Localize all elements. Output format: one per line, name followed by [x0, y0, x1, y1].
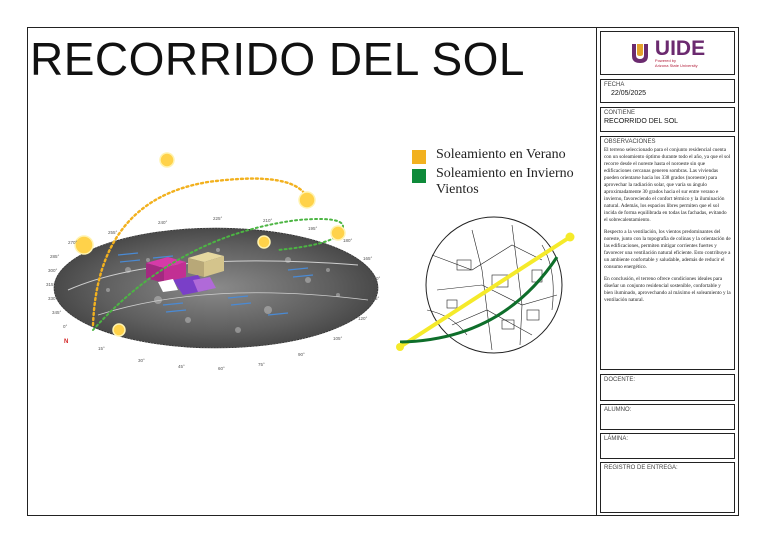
sun-point-icon: [396, 343, 404, 351]
legend-item-summer: Soleamiento en Verano: [412, 147, 574, 164]
svg-text:345°: 345°: [52, 310, 62, 315]
legend-item-wind: Vientos: [436, 182, 479, 197]
observaciones-paragraph: Respecto a la ventilación, los vientos p…: [604, 229, 731, 271]
svg-text:240°: 240°: [158, 220, 168, 225]
contiene-value: RECORRIDO DEL SOL: [604, 118, 679, 125]
legend-item-winter: Soleamiento en Invierno Vientos: [412, 166, 574, 198]
logo-box: UIDE Powered by Arizona State University: [600, 31, 735, 75]
svg-text:285°: 285°: [50, 254, 60, 259]
svg-text:0°: 0°: [63, 324, 68, 329]
svg-text:330°: 330°: [48, 296, 58, 301]
svg-text:180°: 180°: [343, 238, 353, 243]
svg-text:165°: 165°: [363, 256, 373, 261]
fecha-box: FECHA 22/05/2025: [600, 79, 735, 103]
observaciones-box: OBSERVACIONES El terreno seleccionado pa…: [600, 136, 735, 370]
svg-text:135°: 135°: [370, 296, 380, 301]
svg-text:75°: 75°: [258, 362, 265, 367]
building-block: [188, 252, 224, 262]
observaciones-text: El terreno seleccionado para el conjunto…: [601, 145, 734, 304]
legend-swatch-summer: [412, 150, 426, 164]
aerial-sun-path-view: 285° 300° 315° 330° 345° 0° 15° 30° 45° …: [46, 152, 381, 371]
svg-text:300°: 300°: [48, 268, 58, 273]
winter-sun-arc-plan: [399, 256, 559, 344]
svg-text:255°: 255°: [108, 230, 118, 235]
svg-text:45°: 45°: [178, 364, 185, 369]
svg-text:315°: 315°: [46, 282, 56, 287]
legend: Soleamiento en Verano Soleamiento en Inv…: [412, 147, 574, 200]
observaciones-paragraph: En conclusión, el terreno ofrece condici…: [604, 276, 731, 304]
lamina-box: LÁMINA:: [600, 433, 735, 459]
registro-label: REGISTRO DE ENTREGA:: [604, 465, 678, 471]
svg-text:225°: 225°: [213, 216, 223, 221]
legend-swatch-winter: [412, 169, 426, 183]
logo-sub-1: Powered by: [654, 57, 677, 63]
fecha-value: 22/05/2025: [611, 90, 647, 97]
uide-logo-icon: [631, 44, 648, 63]
svg-text:210°: 210°: [263, 218, 273, 223]
docente-box: DOCENTE:: [600, 374, 735, 401]
site-plan-diagram: [396, 216, 575, 354]
svg-text:195°: 195°: [308, 226, 318, 231]
svg-text:60°: 60°: [218, 366, 225, 371]
svg-text:90°: 90°: [298, 352, 305, 357]
sun-icon: [74, 152, 346, 337]
north-marker: N: [64, 339, 68, 345]
svg-text:120°: 120°: [358, 316, 368, 321]
building-block: [146, 257, 186, 268]
svg-text:150°: 150°: [371, 276, 381, 281]
page-title: RECORRIDO DEL SOL: [30, 33, 526, 85]
svg-text:30°: 30°: [138, 358, 145, 363]
observaciones-label: OBSERVACIONES: [604, 139, 656, 145]
observaciones-paragraph: El terreno seleccionado para el conjunto…: [604, 147, 731, 224]
sun-point-icon: [565, 232, 575, 242]
contiene-label: CONTIENE: [604, 110, 636, 116]
alumno-box: ALUMNO:: [600, 404, 735, 430]
svg-text:105°: 105°: [333, 336, 343, 341]
registro-box: REGISTRO DE ENTREGA:: [600, 462, 735, 513]
compass-ring-labels: 285° 300° 315° 330° 345° 0° 15° 30° 45° …: [46, 216, 381, 371]
fecha-label: FECHA: [604, 82, 625, 88]
summer-sun-arc: [91, 177, 310, 327]
docente-label: DOCENTE:: [604, 377, 636, 383]
winter-sun-arc: [92, 218, 344, 331]
contiene-box: CONTIENE RECORRIDO DEL SOL: [600, 107, 735, 132]
alumno-label: ALUMNO:: [604, 407, 632, 413]
logo-name: UIDE: [654, 36, 706, 60]
svg-text:270°: 270°: [68, 240, 78, 245]
svg-text:15°: 15°: [98, 346, 105, 351]
lamina-label: LÁMINA:: [604, 436, 629, 442]
logo-sub-2: Arizona State University: [654, 62, 698, 68]
title-block-panel: UIDE Powered by Arizona State University…: [596, 27, 739, 516]
summer-sun-line: [398, 235, 572, 349]
